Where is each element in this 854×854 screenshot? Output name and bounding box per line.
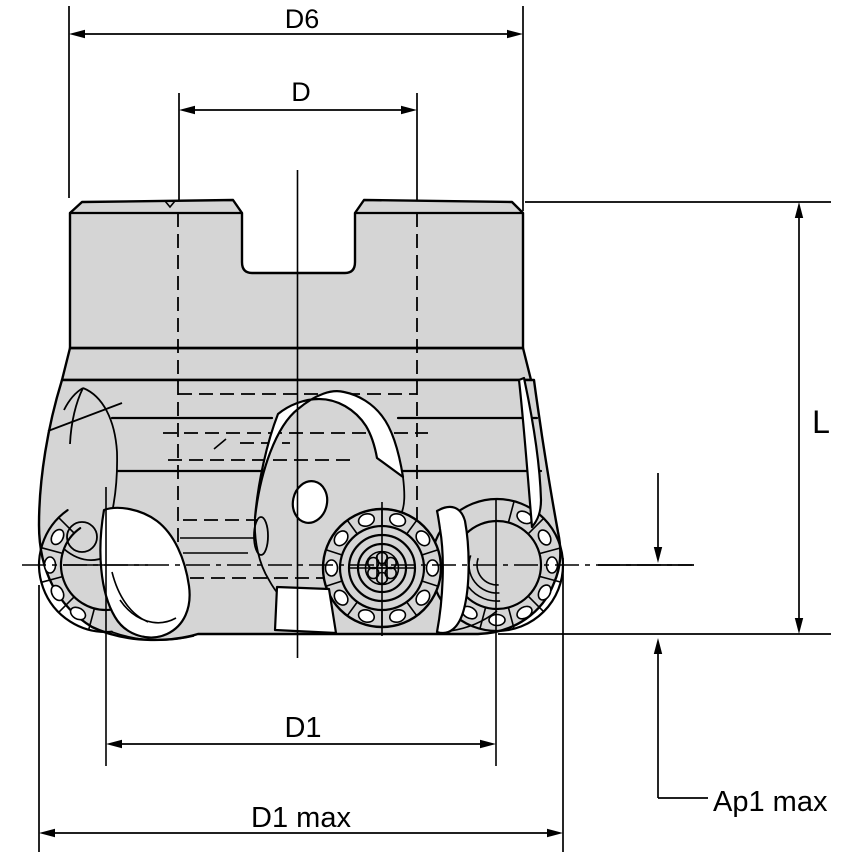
insert-band-ticks	[449, 500, 562, 630]
pocket-slot	[253, 516, 269, 556]
chip-wedge	[273, 585, 338, 635]
insert-band-lobes	[324, 512, 440, 624]
pocket-tick	[213, 438, 227, 450]
flange	[60, 346, 533, 382]
flank-bottom-arc	[449, 610, 498, 632]
axis-lines	[22, 170, 692, 766]
upper-block	[68, 198, 525, 350]
dim-label-ap1-max: Ap1 max	[713, 786, 828, 818]
dimension-l: L	[498, 201, 831, 635]
dim-label-d1-max: D1 max	[251, 802, 351, 834]
arrowhead-left	[39, 828, 55, 838]
pocket-screw-hole	[291, 480, 329, 524]
flank-facet-2	[111, 571, 149, 623]
arrowhead-down	[653, 547, 663, 563]
arrowhead-left	[69, 29, 85, 39]
arrowhead-right	[401, 105, 417, 115]
arrowhead-top	[794, 202, 804, 218]
top-edge-notch-mark	[164, 200, 176, 209]
dim-label-l: L	[812, 404, 830, 440]
insert-band-inner-arc	[59, 527, 111, 612]
dimension-ap1-max: Ap1 max	[598, 473, 828, 818]
right-pocket-flank	[517, 376, 543, 529]
dim-label-d: D	[291, 77, 311, 107]
insert-band-ticks	[41, 517, 96, 630]
dimension-d: D	[178, 77, 418, 200]
insert-band-outer-arc	[38, 509, 113, 634]
arrowhead-left	[106, 739, 122, 749]
arrowhead-bottom	[794, 618, 804, 634]
arrowhead-right	[480, 739, 496, 749]
insert-band-ticks	[325, 509, 439, 627]
left-insert	[38, 506, 195, 641]
dimension-d6: D6	[68, 4, 524, 211]
insert-band-lobes	[461, 510, 559, 627]
pocket-connector	[63, 387, 84, 411]
pin-hole	[66, 521, 98, 553]
arrowhead-left	[179, 105, 195, 115]
pocket-leaf-inner	[69, 387, 84, 445]
dim-label-d6: D6	[285, 4, 320, 34]
dimension-d1: D1	[106, 712, 496, 749]
dimension-d1-max: D1 max	[38, 558, 564, 852]
bottom-serration	[111, 631, 195, 641]
arrowhead-up	[653, 638, 663, 654]
insert-band-lobes	[43, 528, 87, 621]
dim-label-d1: D1	[284, 712, 321, 744]
arrowhead-right	[507, 29, 523, 39]
middle-insert	[321, 502, 443, 636]
arrowhead-right	[547, 828, 563, 838]
pocket-diagonal	[47, 402, 123, 432]
